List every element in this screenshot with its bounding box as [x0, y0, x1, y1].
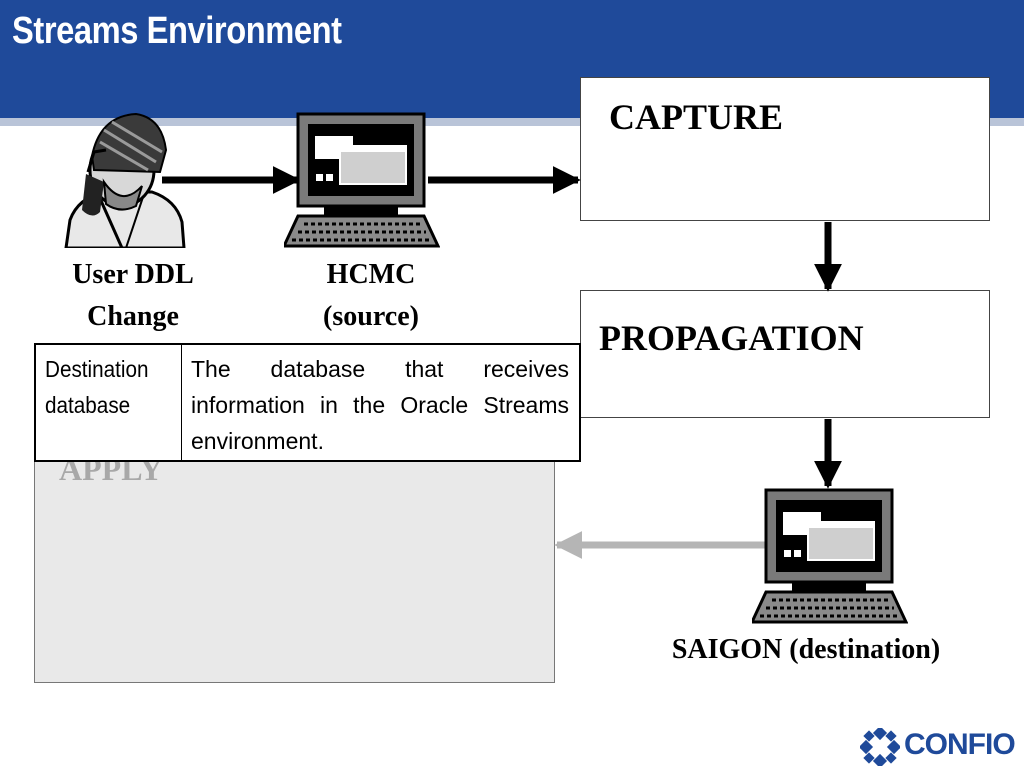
tooltip-term-line2: database	[45, 392, 131, 418]
computer-icon	[752, 488, 908, 624]
apply-box: APPLY	[34, 448, 555, 683]
source-label-line2: (source)	[323, 301, 419, 332]
title-bar: Streams Environment	[0, 0, 1024, 118]
user-label-line2: Change	[87, 301, 179, 332]
source-label-line1: HCMC	[326, 259, 416, 290]
logo-icon	[860, 728, 900, 766]
user-icon	[64, 112, 186, 248]
capture-label: CAPTURE	[609, 97, 784, 137]
source-label: HCMC (source)	[290, 254, 452, 338]
capture-box: CAPTURE	[580, 77, 990, 221]
destination-label: SAIGON (destination)	[671, 634, 941, 665]
tooltip-term: Destination database	[36, 345, 182, 460]
propagation-box: PROPAGATION	[580, 290, 990, 418]
title-bar-stripe	[0, 118, 1024, 126]
slide-title: Streams Environment	[12, 10, 342, 52]
propagation-label: PROPAGATION	[599, 318, 864, 358]
tooltip-term-line1: Destination	[45, 356, 149, 382]
computer-icon	[284, 112, 440, 248]
user-label-line1: User DDL	[72, 259, 194, 290]
logo-text: CONFIO	[904, 728, 1016, 761]
tooltip-definition: The database that receives information i…	[191, 356, 569, 454]
user-label: User DDL Change	[44, 254, 222, 338]
definition-tooltip: Destination database The database that r…	[34, 343, 581, 462]
